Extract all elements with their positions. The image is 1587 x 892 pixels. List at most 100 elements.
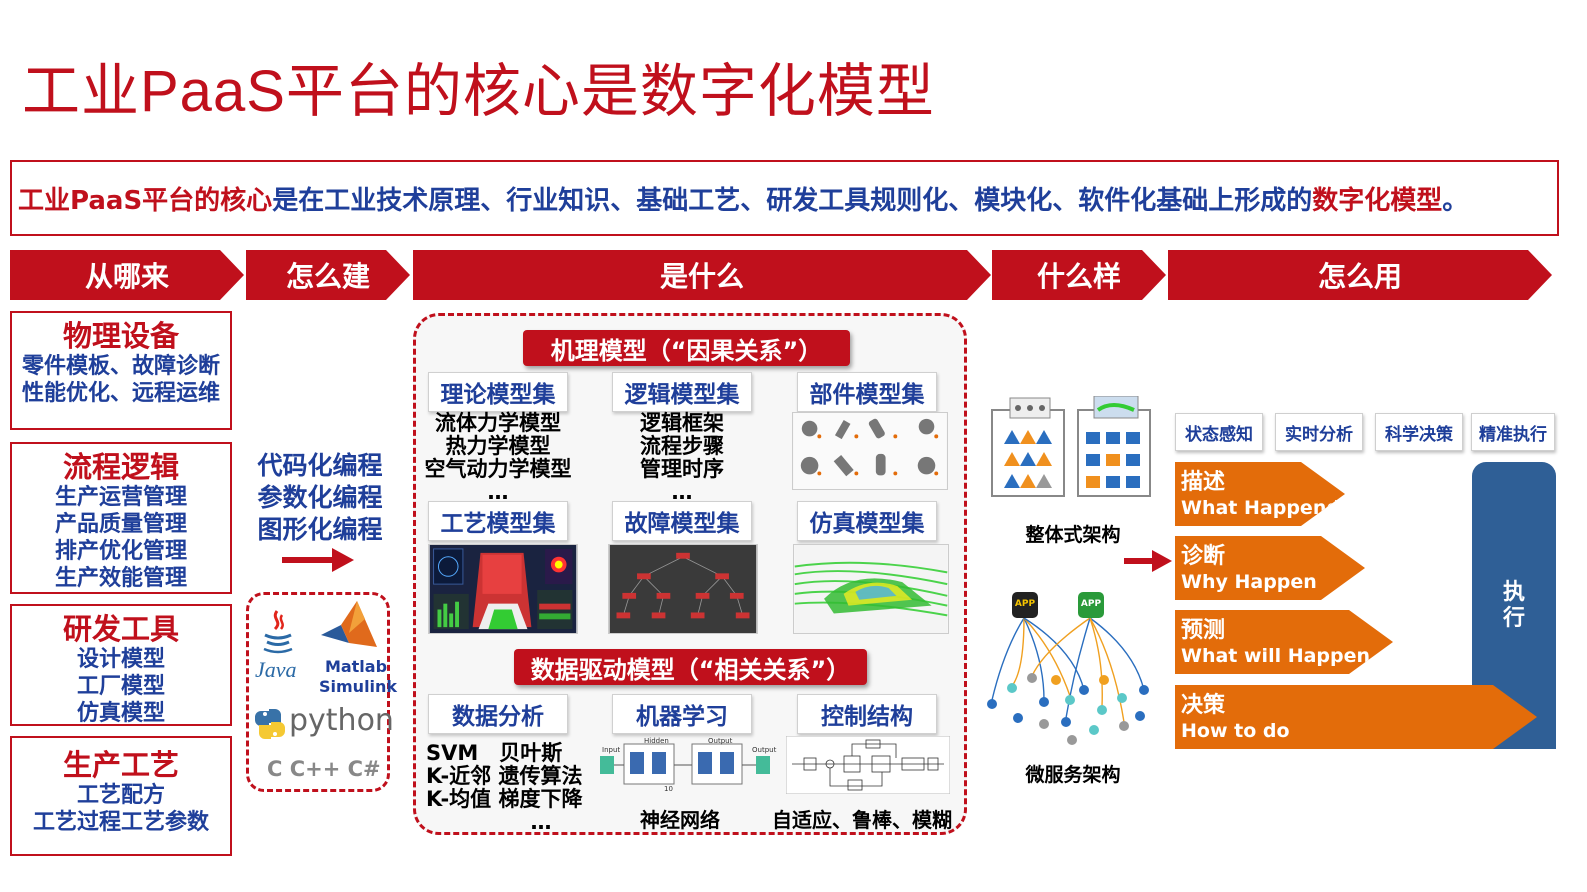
source-line: 生产运营管理: [54, 485, 187, 510]
monolith-architecture-icon: [991, 396, 1151, 497]
model-item: 逻辑框架: [640, 411, 724, 435]
java-label: Java: [255, 657, 297, 682]
data-analysis-label: 数据分析: [428, 694, 568, 734]
step-describe: 描述 What Happend: [1175, 462, 1345, 526]
source-heading: 研发工具: [62, 612, 179, 646]
method-item: 图形化编程: [257, 515, 383, 544]
source-line: 工厂模型: [76, 674, 165, 699]
step-en: What will Happen: [1181, 645, 1371, 667]
simulation-model-set-label: 仿真模型集: [797, 501, 937, 541]
microservice-architecture-icon: [987, 592, 1149, 745]
datadriven-banner: 数据驱动模型（“相关关系”）: [514, 649, 867, 685]
model-item: 流程步骤: [640, 434, 724, 458]
model-item: 热力学模型: [445, 434, 551, 458]
model-item: …: [671, 480, 693, 504]
source-line: 产品质量管理: [54, 512, 187, 537]
theory-model-items: 流体力学模型 热力学模型 空气动力学模型 …: [420, 412, 576, 504]
page-title: 工业PaaS平台的核心是数字化模型: [22, 59, 935, 124]
algorithm-item: SVM 贝叶斯: [426, 741, 563, 765]
definition-part1: 工业PaaS平台的核心: [18, 185, 273, 216]
header-how-built: 怎么建: [246, 250, 410, 300]
source-rd-tools: 研发工具 设计模型 工厂模型 仿真模型: [10, 604, 232, 726]
step-predict: 预测 What will Happen: [1175, 610, 1393, 674]
fault-tree-image: [608, 544, 758, 634]
simulation-airflow-image: [793, 544, 949, 634]
step-en: Why Happen: [1181, 571, 1317, 593]
neural-network-diagram: [600, 743, 770, 785]
nn-output-label-2: Output: [752, 746, 777, 754]
mechanism-banner: 机理模型（“因果关系”）: [523, 330, 850, 366]
step-en: How to do: [1181, 720, 1290, 742]
python-logo-icon: [255, 709, 285, 739]
java-logo-icon: [263, 610, 293, 654]
step-cn: 诊断: [1181, 544, 1226, 569]
data-analysis-items: SVM 贝叶斯 K-近邻 遗传算法 K-均值 梯度下降 …: [420, 742, 586, 834]
source-line: 工艺过程工艺参数: [32, 810, 209, 835]
nn-input-label: Input: [602, 746, 621, 754]
model-item: 管理时序: [640, 457, 724, 481]
source-line: 仿真模型: [76, 701, 165, 726]
capability-realtime-analysis: 实时分析: [1275, 413, 1363, 451]
logic-model-items: 逻辑框架 流程步骤 管理时序 …: [604, 412, 760, 504]
theory-model-set-label: 理论模型集: [428, 372, 568, 412]
source-line: 生产效能管理: [54, 566, 187, 591]
neural-network-caption: 神经网络: [640, 808, 720, 832]
source-line: 排产优化管理: [54, 539, 187, 564]
control-caption: 自适应、鲁棒、模糊: [772, 808, 952, 832]
logic-model-set-label: 逻辑模型集: [612, 372, 752, 412]
nn-ten-label: 10: [664, 785, 673, 793]
capability-state-aware: 状态感知: [1175, 413, 1263, 451]
source-line: 零件模板、故障诊断: [21, 354, 220, 379]
model-item: …: [487, 480, 509, 504]
step-cn: 决策: [1181, 693, 1226, 718]
component-parts-image: [792, 412, 948, 490]
process-model-set-label: 工艺模型集: [428, 501, 568, 541]
build-methods: 代码化编程 参数化编程 图形化编程: [250, 450, 390, 546]
microservice-caption: 微服务架构: [1025, 764, 1121, 786]
simulink-label: Simulink: [319, 677, 398, 696]
definition-end: 。: [1442, 185, 1469, 216]
python-label: python: [289, 703, 394, 738]
right-arrow-icon: [282, 548, 354, 572]
method-item: 代码化编程: [257, 451, 383, 480]
model-item: 流体力学模型: [435, 411, 561, 435]
step-diagnose: 诊断 Why Happen: [1175, 536, 1365, 600]
step-en: What Happend: [1181, 497, 1340, 519]
source-line: 工艺配方: [76, 783, 165, 808]
component-model-set-label: 部件模型集: [797, 372, 937, 412]
definition-part2: 是在工业技术原理、行业知识、基础工艺、研发工具规则化、模块化、软件化基础上形成的: [272, 185, 1313, 216]
fault-model-set-label: 故障模型集: [612, 501, 752, 541]
source-production-craft: 生产工艺 工艺配方 工艺过程工艺参数: [10, 736, 232, 856]
nn-hidden-label: Hidden: [644, 737, 669, 745]
algorithm-item: K-均值 梯度下降: [426, 787, 583, 811]
nn-output-label-1: Output: [708, 737, 733, 745]
step-cn: 描述: [1181, 470, 1226, 495]
header-where-from: 从哪来: [10, 250, 244, 300]
machine-learning-label: 机器学习: [612, 694, 752, 734]
step-decide: 决策 How to do: [1175, 685, 1537, 749]
monolith-caption: 整体式架构: [1025, 524, 1121, 546]
definition-box: 工业PaaS平台的核心是在工业技术原理、行业知识、基础工艺、研发工具规则化、模块…: [10, 160, 1559, 236]
c-languages-label: C C++ C#: [267, 757, 381, 781]
source-process-logic: 流程逻辑 生产运营管理 产品质量管理 排产优化管理 生产效能管理: [10, 442, 232, 594]
capability-scientific-decision: 科学决策: [1375, 413, 1463, 451]
right-arrow-icon: [1124, 550, 1172, 572]
matlab-label: Matlab: [324, 657, 388, 676]
source-line: 性能优化、远程运维: [21, 381, 220, 406]
step-cn: 预测: [1181, 618, 1226, 643]
process-model-image: [428, 544, 578, 634]
execute-label: 执行: [1502, 579, 1525, 631]
model-item: 空气动力学模型: [424, 457, 572, 481]
app-badge-label: APP: [1014, 599, 1036, 609]
algorithm-item: …: [530, 810, 552, 834]
matlab-logo-icon: [321, 601, 377, 647]
control-block-diagram: [786, 736, 950, 794]
source-line: 设计模型: [76, 647, 165, 672]
method-item: 参数化编程: [257, 483, 383, 512]
source-heading: 流程逻辑: [62, 450, 179, 484]
source-heading: 物理设备: [62, 319, 179, 353]
algorithm-item: K-近邻 遗传算法: [426, 764, 583, 788]
source-heading: 生产工艺: [62, 748, 179, 782]
matlab-simulink-label: Matlab Simulink: [319, 657, 398, 697]
header-how-used: 怎么用: [1168, 250, 1552, 300]
